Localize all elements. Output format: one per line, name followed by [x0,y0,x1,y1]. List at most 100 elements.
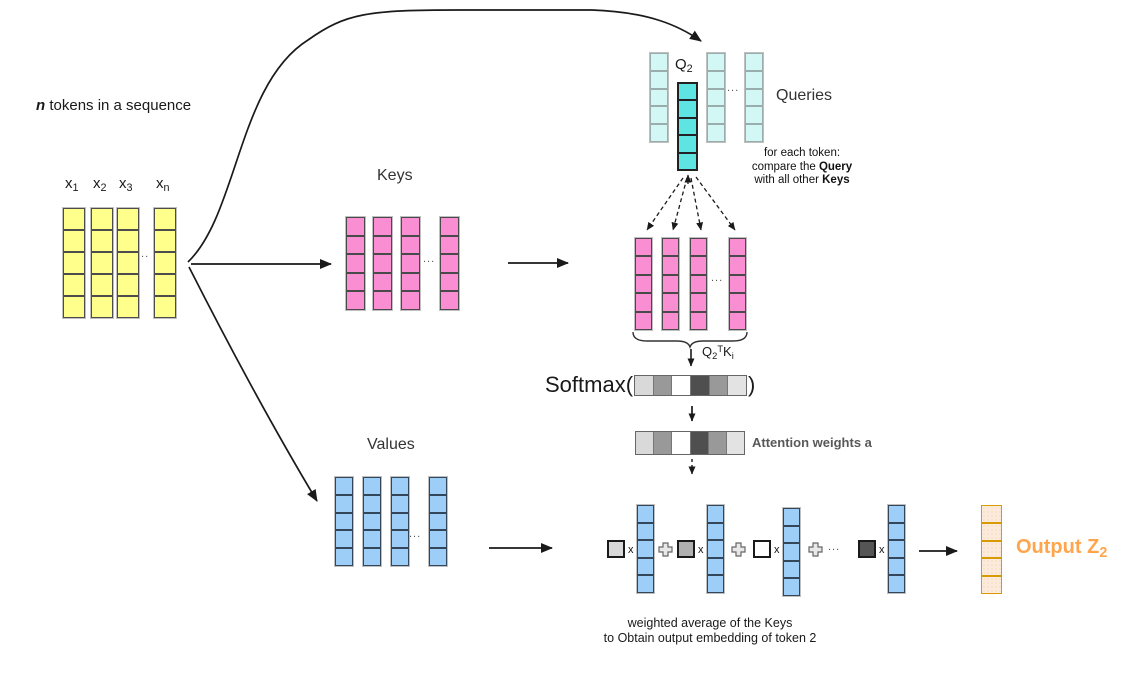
queries-heading: Queries [776,87,833,104]
matrix-cell [440,254,459,273]
token-column-2 [91,208,113,318]
matrix-cell [783,560,800,579]
sum-value-column-1 [637,505,654,593]
matrix-cell [335,494,353,513]
matrix-cell [662,293,679,312]
matrix-cell [707,505,724,523]
matrix-cell [981,522,1002,541]
matrix-cell [745,70,763,89]
matrix-cell [650,53,668,71]
matrix-cell [650,70,668,89]
matrix-cell [888,522,905,541]
matrix-cell [690,238,707,257]
qk-formula: Q2TKi [702,344,734,361]
matrix-cell [401,254,420,273]
matrix-cell [650,124,668,142]
matrix-cell [91,252,113,274]
compared-key-column-2 [662,238,679,330]
matrix-cell [678,100,697,118]
matrix-cell [63,208,85,230]
matrix-cell [373,254,392,273]
matrix-cell [678,152,697,170]
matrix-cell [635,311,652,330]
matrix-cell [707,70,725,89]
matrix-cell [981,540,1002,559]
softmax-expression: Softmax( ) [545,372,755,398]
value-column-2 [363,477,381,566]
matrix-cell [729,238,746,257]
weight-box-2 [677,540,695,558]
matrix-cell [391,512,409,531]
matrix-cell [707,106,725,125]
compare-note: for each token: compare the Query with a… [751,147,853,186]
compare-dash-1 [646,177,684,231]
token-label-x3: x3 [119,175,133,195]
matrix-cell [373,272,392,292]
matrix-cell [91,296,113,318]
matrix-cell [391,548,409,566]
matrix-cell [707,53,725,71]
matrix-cell [63,296,85,318]
times-1: x [628,544,634,556]
attention-weights-label: Attention weights a [752,435,872,450]
matrix-cell [391,477,409,495]
matrix-cell [401,291,420,310]
keys-heading: Keys [377,167,413,184]
matrix-cell [117,208,139,230]
query-column-3 [707,53,725,142]
matrix-cell [117,296,139,318]
matrix-cell [63,274,85,296]
key-column-n [440,217,459,310]
matrix-cell [363,512,381,531]
matrix-cell [650,88,668,107]
matrix-cell [91,230,113,252]
matrix-cell [635,274,652,294]
matrix-cell [981,576,1002,594]
weight-box-1 [607,540,625,558]
matrix-cell [373,291,392,310]
token-label-xn: xn [156,175,170,195]
matrix-cell [635,238,652,257]
matrix-cell [363,494,381,513]
value-column-3 [391,477,409,566]
matrix-cell [707,557,724,576]
matrix-cell [678,135,697,153]
matrix-cell [401,235,420,255]
matrix-cell [888,575,905,593]
compare-dash-2 [671,177,688,231]
matrix-cell [662,238,679,257]
matrix-cell [637,575,654,593]
matrix-cell [635,256,652,275]
sum-ellipsis: ... [828,541,841,553]
matrix-cell [729,256,746,275]
matrix-cell [635,293,652,312]
matrix-cell [401,272,420,292]
matrix-cell [373,235,392,255]
matrix-cell [729,311,746,330]
queries-ellipsis: ... [727,82,740,94]
matrix-cell [707,540,724,558]
times-2: x [698,544,704,556]
matrix-cell [429,512,447,531]
matrix-cell [690,293,707,312]
matrix-cell [391,530,409,549]
matrix-cell [637,540,654,558]
matrix-cell [154,252,176,274]
matrix-cell [981,505,1002,523]
compared-keys-ellipsis: ... [711,272,724,284]
matrix-cell [154,230,176,252]
token-column-1 [63,208,85,318]
token-column-3 [117,208,139,318]
query-column-1 [650,53,668,142]
matrix-cell [346,272,365,292]
matrix-cell [690,274,707,294]
matrix-cell [335,512,353,531]
matrix-cell [662,274,679,294]
matrix-cell [678,83,697,101]
matrix-cell [429,494,447,513]
attention-weights-bar [635,431,745,455]
softmax-score-bar [634,374,748,396]
matrix-cell [363,530,381,549]
matrix-cell [707,575,724,593]
matrix-cell [729,293,746,312]
